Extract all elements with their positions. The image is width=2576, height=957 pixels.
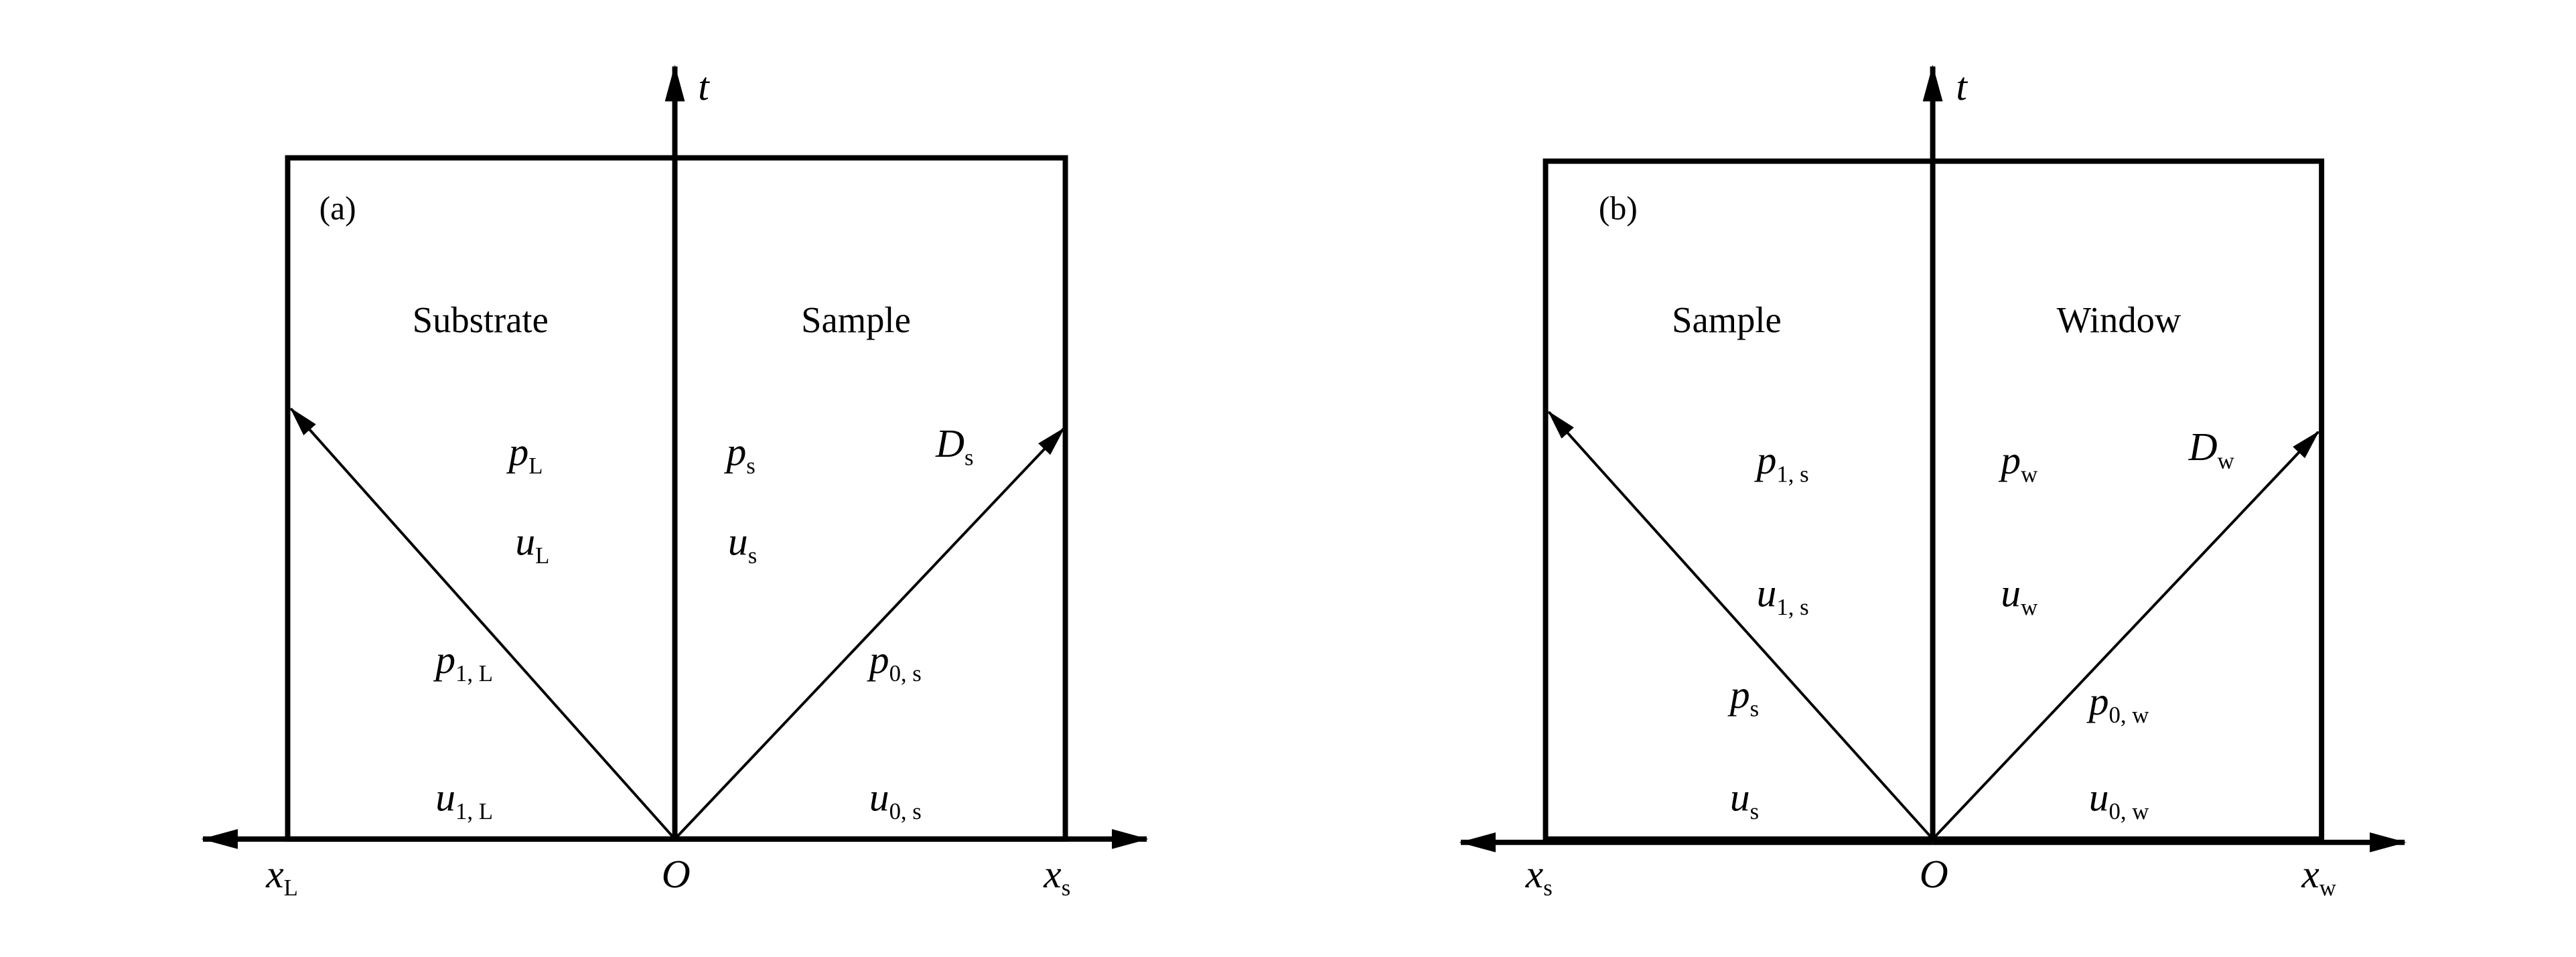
state-p-w: pw	[1998, 438, 2037, 487]
state-u-L: uL	[515, 520, 549, 569]
shock-velocity-label: Dw	[2188, 425, 2234, 473]
panel-tag: (b)	[1599, 190, 1638, 226]
state-p-0w: p0, w	[2086, 679, 2149, 728]
state-u-s: us	[728, 520, 757, 569]
state-u-1L: u1, L	[435, 776, 493, 824]
x-right-label: xw	[2301, 852, 2336, 901]
x-left-label: xL	[265, 852, 298, 901]
x-left-label: xs	[1525, 852, 1553, 901]
origin-label: O	[1920, 852, 1948, 896]
region-label-window: Window	[2057, 299, 2181, 340]
panel-a: (a) Substrate Sample t O xL xs Ds pL uL …	[201, 64, 1149, 901]
state-u-1s: u1, s	[1757, 571, 1809, 620]
region-label-sample: Sample	[801, 299, 911, 340]
state-p-1s: p1, s	[1754, 438, 1809, 487]
x-right-label: xs	[1043, 852, 1070, 901]
panel-tag: (a)	[319, 190, 356, 226]
region-label-sample: Sample	[1672, 299, 1782, 340]
state-u-w: uw	[2001, 571, 2037, 620]
state-p-1L: p1, L	[433, 638, 493, 686]
state-p-s: ps	[723, 430, 755, 479]
state-u-s: us	[1730, 776, 1759, 824]
region-label-substrate: Substrate	[413, 299, 549, 340]
shock-velocity-label: Ds	[935, 421, 974, 470]
state-u-0w: u0, w	[2089, 776, 2149, 824]
t-axis-label: t	[1956, 64, 1968, 108]
shock-wave-arrow	[674, 427, 1065, 840]
rarefaction-wave-arrow	[1547, 411, 1934, 840]
shock-wave-arrow	[1932, 431, 2319, 840]
state-p-L: pL	[506, 430, 543, 479]
origin-label: O	[662, 852, 691, 896]
state-p-s: ps	[1727, 672, 1759, 721]
state-p-0s: p0, s	[867, 638, 922, 686]
rarefaction-wave-arrow	[289, 407, 676, 840]
t-axis-label: t	[698, 64, 710, 108]
state-u-0s: u0, s	[869, 776, 922, 824]
panel-b: (b) Sample Window t O xs xw Dw p1, s u1,…	[1459, 64, 2407, 901]
